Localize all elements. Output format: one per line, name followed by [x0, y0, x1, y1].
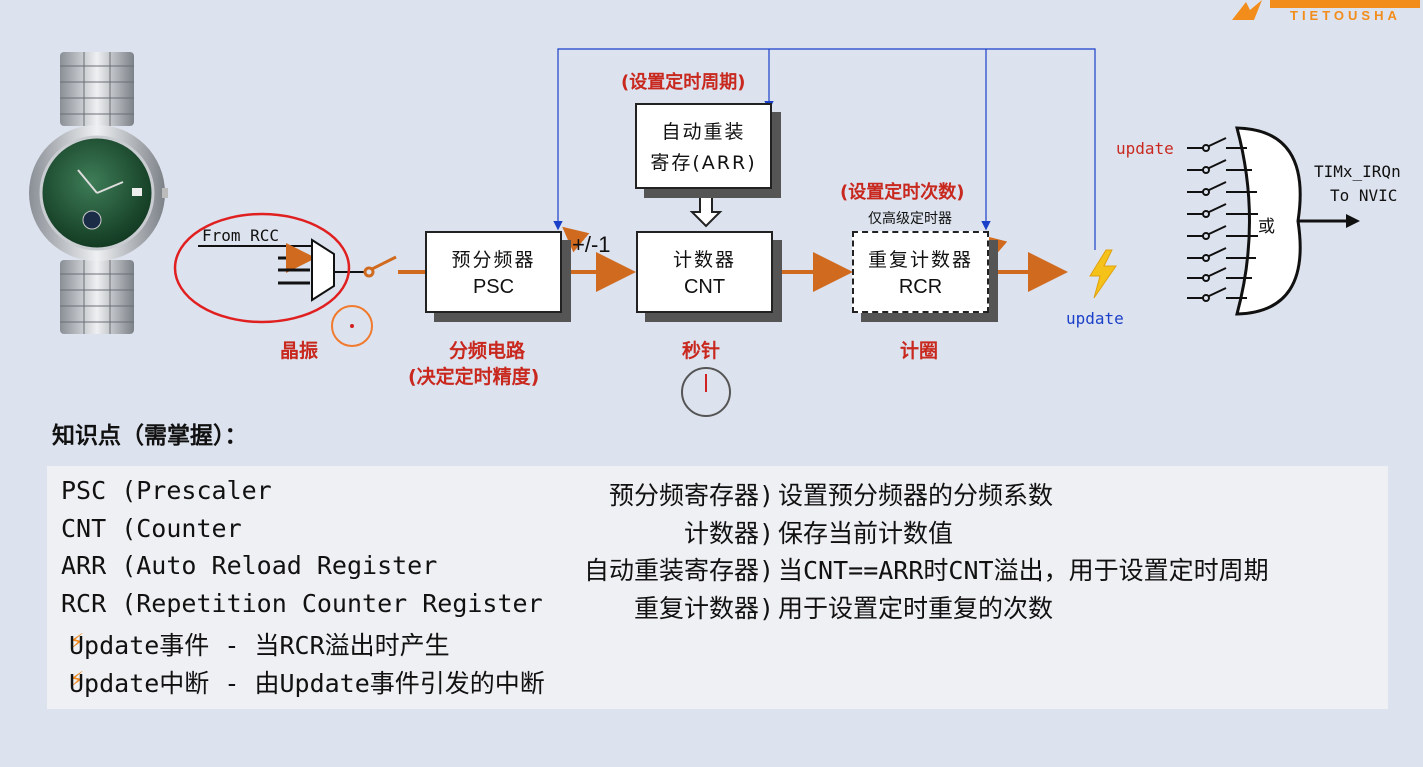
cnt-box: 计数器 CNT [636, 231, 773, 313]
row-cn-name: 自动重装寄存器) [583, 556, 774, 585]
psc-box-cn: 预分频器 [451, 249, 536, 271]
irq-label-2: To NVIC [1330, 186, 1398, 205]
psc-box-en: PSC [472, 276, 515, 298]
knowledge-row: CNT (Counter 计数器) 保存当前计数值 [61, 514, 1374, 552]
rcr-note: (设置定时次数) [840, 182, 965, 203]
row-cn-name: 预分频寄存器) [608, 481, 774, 510]
row-cn-name: 计数器) [683, 518, 774, 548]
row-term: CNT (Counter [61, 513, 242, 543]
or-gate-icon [1235, 126, 1302, 316]
rcr-caption: 计圈 [900, 340, 939, 362]
knowledge-row: RCR (Repetition Counter Register 重复计数器) … [61, 589, 1374, 627]
plus-minus-label: +/-1 [572, 232, 611, 257]
update-label-bottom: update [1066, 309, 1124, 328]
clock-dial-icon [681, 367, 731, 417]
logo-text: TIETOUSHA [1290, 8, 1401, 23]
knowledge-row: PSC (Prescaler 预分频寄存器) 设置预分频器的分频系数 [61, 476, 1374, 514]
cnt-box-cn: 计数器 [672, 249, 736, 271]
arr-to-cnt-arrow [689, 195, 723, 228]
knowledge-heading: 知识点（需掌握）： [52, 423, 248, 449]
advanced-only-label: 仅高级定时器 [868, 211, 952, 227]
switch-icon [363, 255, 397, 278]
arr-box-line2: 寄存(ARR) [650, 152, 757, 174]
arr-note: (设置定时周期) [621, 72, 746, 93]
psc-caption-2: (决定定时精度) [408, 366, 540, 388]
bullet-text: Update事件 - 当RCR溢出时产生 [69, 631, 450, 660]
rcc-mux [198, 238, 366, 302]
irq-label-1: TIMx_IRQn [1314, 162, 1401, 181]
rcr-box: 重复计数器 RCR [852, 231, 989, 313]
knowledge-bullet: ⚡Update中断 - 由Update事件引发的中断 [61, 664, 1374, 702]
logo-mark-icon [1232, 0, 1420, 20]
wristwatch-image [29, 52, 168, 334]
row-cn-name: 重复计数器) [633, 593, 774, 623]
from-rcc-label: From RCC [202, 226, 280, 245]
row-desc: 当CNT==ARR时CNT溢出，用于设置定时周期 [778, 556, 1269, 585]
knowledge-bullet: ⚡Update事件 - 当RCR溢出时产生 [61, 626, 1374, 664]
cnt-caption: 秒针 [682, 340, 721, 362]
arr-box-line1: 自动重装 [661, 121, 746, 143]
lightning-icon [1089, 249, 1117, 299]
row-term: PSC (Prescaler [61, 476, 272, 505]
or-gate-label: 或 [1258, 217, 1275, 237]
brand-logo: TIETOUSHA [1228, 0, 1423, 24]
cnt-box-en: CNT [683, 276, 726, 298]
arr-box: 自动重装 寄存(ARR) [635, 103, 772, 189]
row-term: ARR (Auto Reload Register [61, 551, 438, 580]
lightning-bullet-icon: ⚡ [69, 626, 85, 655]
knowledge-panel: PSC (Prescaler 预分频寄存器) 设置预分频器的分频系数 CNT (… [47, 466, 1388, 709]
psc-caption-1: 分频电路 [449, 340, 526, 362]
rcr-box-cn: 重复计数器 [867, 249, 973, 271]
hand-circle-annotation [173, 212, 351, 324]
crystal-label: 晶振 [280, 340, 319, 362]
update-label-top: update [1116, 139, 1174, 158]
row-desc: 保存当前计数值 [778, 518, 954, 548]
knowledge-row: ARR (Auto Reload Register 自动重装寄存器) 当CNT=… [61, 551, 1374, 589]
row-term: RCR (Repetition Counter Register [61, 588, 543, 618]
row-desc: 用于设置定时重复的次数 [778, 593, 1054, 623]
update-feedback-psc [553, 48, 1096, 250]
lightning-bullet-icon: ⚡ [69, 663, 85, 693]
gate-input-switches [1187, 137, 1258, 302]
bullet-text: Update中断 - 由Update事件引发的中断 [69, 668, 545, 698]
psc-box: 预分频器 PSC [425, 231, 562, 313]
rcr-box-en: RCR [898, 276, 943, 298]
row-desc: 设置预分频器的分频系数 [778, 481, 1054, 510]
